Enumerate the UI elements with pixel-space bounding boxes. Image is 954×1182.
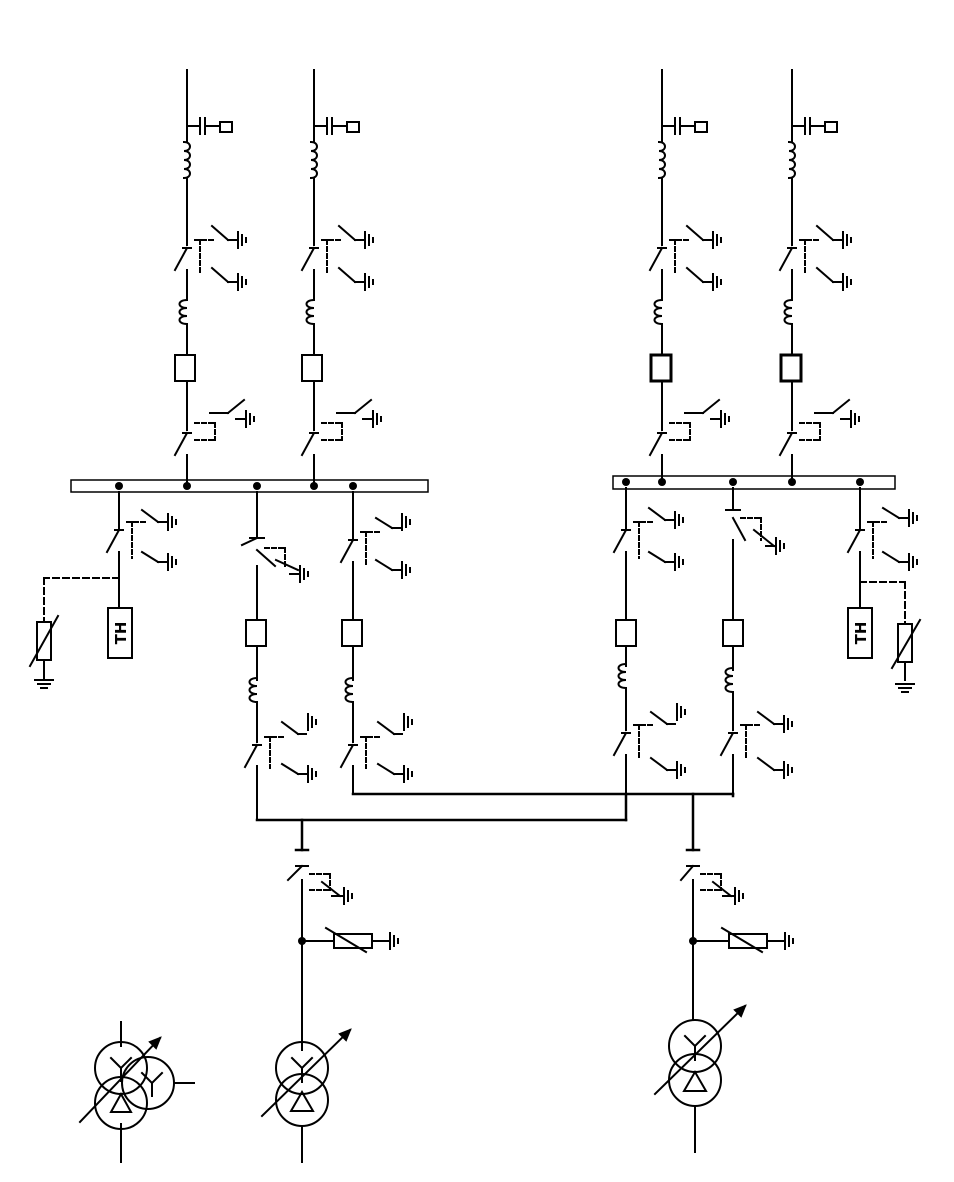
vt-label-right: ТН	[852, 622, 870, 645]
vt-bay-left: ТН	[28, 491, 177, 689]
regulation-arrow-icon	[260, 1028, 352, 1118]
two-winding-transformer-left	[260, 1028, 352, 1163]
feeder-bay-left-1	[240, 491, 317, 821]
delta-winding-icon	[109, 1091, 133, 1113]
line-bay-4	[779, 69, 860, 484]
star-winding-icon	[140, 1071, 164, 1097]
vt-bay-right: ТН	[847, 487, 922, 693]
feeder-bay-left-2-breaker	[341, 619, 363, 647]
feeder-bay-left-1-breaker	[245, 619, 267, 647]
line-bay-3	[649, 69, 730, 484]
line-bay-2	[301, 69, 382, 484]
busbar-left	[70, 479, 429, 493]
regulation-arrow-icon	[653, 1004, 747, 1096]
transformer-feeder-left	[286, 864, 399, 1051]
vt-label-left: ТН	[112, 622, 130, 645]
busbar-junction-dots	[115, 478, 864, 490]
three-winding-transformer	[78, 1021, 195, 1163]
voltage-transformer-left	[107, 607, 133, 659]
surge-arrester-right	[897, 623, 913, 663]
busbar-right	[612, 475, 896, 490]
line-bay-1-breaker	[174, 354, 196, 382]
delta-winding-icon	[682, 1070, 708, 1092]
regulation-arrow-icon	[78, 1036, 162, 1124]
feeder-bay-right-1-breaker	[615, 619, 637, 647]
voltage-transformer-right	[847, 607, 873, 659]
line-bay-4-breaker	[779, 353, 803, 383]
feeder-bay-right-2-breaker	[722, 619, 744, 647]
feeder-bay-right-1	[613, 487, 686, 821]
cross-connection-buses	[255, 792, 735, 852]
star-winding-icon	[683, 1034, 707, 1061]
line-bay-1-disconnector	[174, 224, 247, 291]
line-bay-2-breaker	[301, 354, 323, 382]
star-winding-icon	[290, 1056, 314, 1083]
two-winding-transformer-right	[653, 1004, 747, 1153]
delta-winding-icon	[289, 1090, 315, 1112]
feeder-bay-right-2	[720, 487, 793, 797]
line-bay-3-breaker	[649, 353, 673, 383]
line-bay-1	[174, 69, 255, 484]
feeder-bay-left-2	[340, 491, 413, 795]
transformer-feeder-right	[679, 864, 794, 1021]
